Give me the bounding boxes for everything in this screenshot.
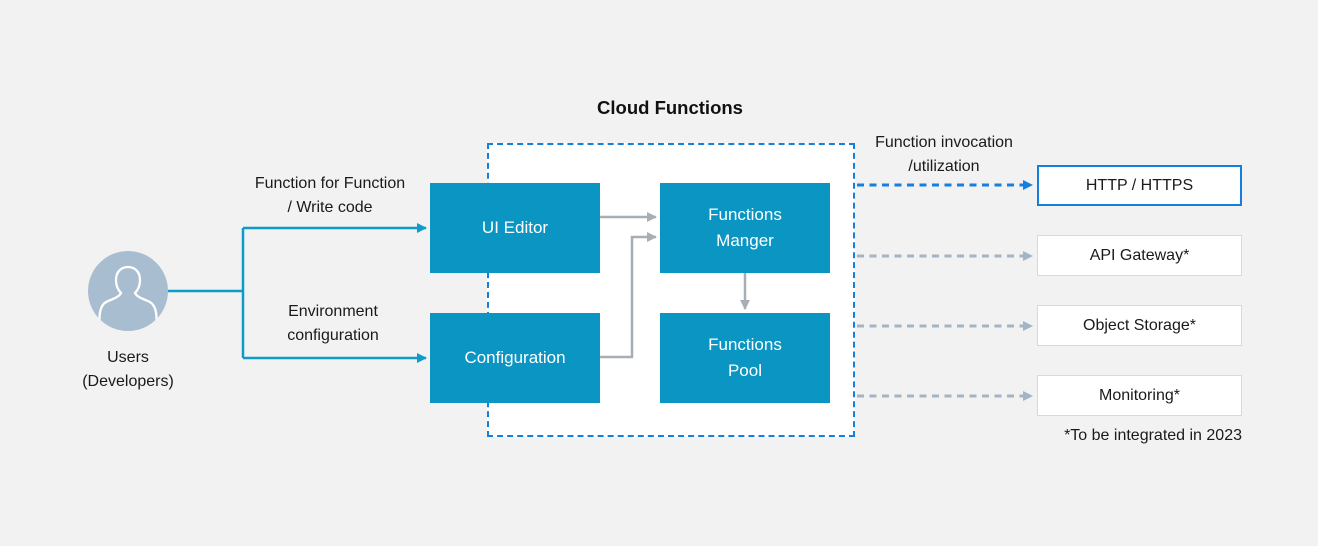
endpoint-monitoring: Monitoring* [1037,375,1242,416]
node-functions-pool: Functions Pool [660,313,830,403]
cloud-functions-title: Cloud Functions [597,97,743,118]
connector-user-trunk [168,228,245,358]
endpoint-http-https: HTTP / HTTPS [1037,165,1242,206]
node-functions-manger: Functions Manger [660,183,830,273]
endpoint-object-storage: Object Storage* [1037,305,1242,346]
user-label: Users (Developers) [82,349,174,390]
label-function-invocation: Function invocation /utilization [875,134,1013,175]
label-environment: Environment configuration [287,303,379,344]
footnote: *To be integrated in 2023 [1064,427,1242,444]
user-group: Users (Developers) [82,251,174,394]
label-write-code: Function for Function / Write code [254,175,406,216]
endpoint-api-gateway: API Gateway* [1037,235,1242,276]
node-configuration: Configuration [430,313,600,403]
user-avatar-icon [88,251,168,331]
node-ui-editor: UI Editor [430,183,600,273]
